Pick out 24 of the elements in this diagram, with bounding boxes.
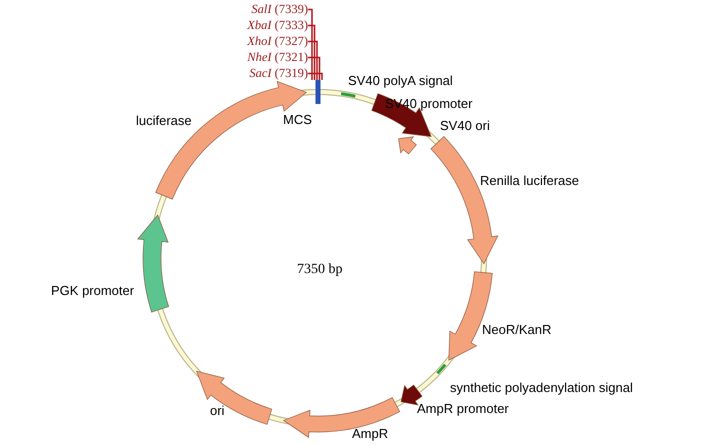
feature-label: SV40 promoter (385, 96, 472, 111)
feature-label: AmpR (352, 426, 388, 441)
leader-line (308, 8, 313, 80)
restriction-site-label: NheI (7321) (247, 50, 308, 65)
restriction-site-label: XhoI (7327) (247, 34, 308, 49)
feature-label: SV40 ori (440, 118, 490, 133)
feature-label: PGK promoter (51, 283, 134, 298)
feature-label: Renilla luciferase (480, 173, 579, 188)
feature-label: luciferase (136, 113, 192, 128)
cloning-site-bar (316, 80, 320, 104)
leader-line (308, 56, 320, 80)
feature-label: AmpR promoter (417, 401, 509, 416)
restriction-site-label: SacI (7319) (249, 66, 308, 81)
feature-label: SV40 polyA signal (348, 73, 453, 88)
feature-label: ori (210, 403, 224, 418)
leader-line (308, 24, 316, 80)
leader-line (308, 72, 323, 80)
feature-label: synthetic polyadenylation signal (450, 380, 633, 395)
feature-label: NeoR/KanR (482, 322, 552, 337)
restriction-site-label: SalI (7339) (251, 2, 308, 17)
plasmid-size-label: 7350 bp (297, 262, 342, 278)
restriction-site-label: XbaI (7333) (247, 18, 308, 33)
leader-line (308, 40, 318, 80)
feature-label: MCS (283, 112, 312, 127)
